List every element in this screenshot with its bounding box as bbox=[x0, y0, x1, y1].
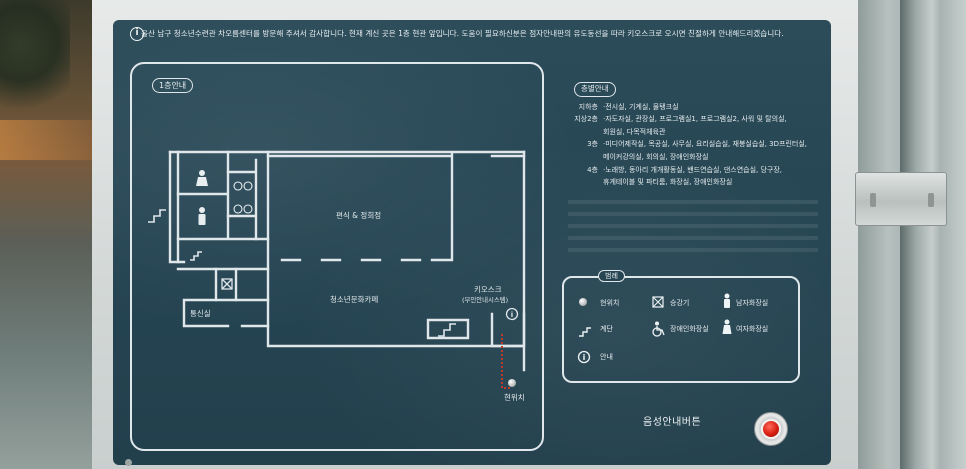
door-hinge bbox=[855, 172, 947, 226]
directory-text: ·미디어제작실, 목공실, 사무실, 요리실습실, 재봉실습실, 3D프린터실, bbox=[603, 140, 807, 149]
directory-row: 4층 ·노래방, 동아리 개개활동실, 밴드연습실, 댄스연습실, 당구장, bbox=[568, 164, 818, 177]
wheelchair-icon bbox=[233, 181, 243, 191]
hinge-screw bbox=[928, 193, 934, 207]
info-icon: i bbox=[130, 27, 144, 41]
floor-plan-tag: 1층안내 bbox=[152, 78, 194, 93]
directory-text: ·자도자실, 관장실, 프로그램실1, 프로그램실2, 사워 및 탈의실, bbox=[603, 115, 787, 124]
plan-wall bbox=[266, 150, 526, 348]
background-tree bbox=[0, 0, 70, 110]
plan-wall bbox=[226, 158, 258, 241]
svg-text:i: i bbox=[583, 353, 586, 362]
elevator-icon bbox=[652, 296, 664, 308]
mounting-screw bbox=[125, 459, 132, 466]
legend-panel: 범례 현위치 승강기 남자화장실 계단 장애인화장실 여자화장실 bbox=[562, 270, 800, 383]
directory-text: ·전시실, 기계실, 물탱크실 bbox=[603, 102, 679, 111]
female-icon bbox=[722, 319, 732, 334]
info-icon: i bbox=[577, 350, 591, 364]
wheelchair-icon bbox=[243, 181, 253, 191]
directory-row: 휴게테이블 및 파티룸, 화장실, 장애인화장실 bbox=[568, 176, 818, 189]
directory-row: 회원실, 다목적체육관 bbox=[568, 126, 818, 139]
elevator-icon bbox=[221, 278, 233, 290]
plan-wall bbox=[266, 152, 454, 262]
welcome-notice: 울산 남구 청소년수련관 차오름센터를 방문해 주셔서 감사합니다. 현재 계신… bbox=[141, 29, 784, 38]
directory-text: 회원실, 다목적체육관 bbox=[603, 127, 666, 136]
stairs-icon bbox=[579, 327, 591, 337]
tactile-route-line bbox=[501, 334, 512, 389]
female-icon bbox=[196, 177, 208, 186]
kiosk-sublabel: (무인안내시스템) bbox=[462, 296, 509, 304]
stairs-icon bbox=[190, 251, 202, 261]
directory-text: ·노래방, 동아리 개개활동실, 밴드연습실, 댄스연습실, 당구장, bbox=[603, 165, 783, 174]
current-location-label: 현위치 bbox=[504, 393, 525, 402]
stairs-icon bbox=[438, 323, 456, 337]
floor-plan-drawing: i bbox=[148, 150, 526, 389]
directory-row: 3층 ·미디어제작실, 목공실, 사무실, 요리실습실, 재봉실습실, 3D프린터… bbox=[568, 138, 818, 151]
kiosk-info-icon: i bbox=[505, 307, 519, 321]
wheelchair-icon bbox=[652, 321, 665, 337]
legend-information: 안내 bbox=[600, 353, 613, 361]
current-location-icon bbox=[579, 298, 587, 306]
plan-wall bbox=[490, 312, 526, 372]
legend-stairs: 계단 bbox=[600, 325, 613, 333]
voice-guide-label: 음성안내버튼 bbox=[643, 417, 702, 428]
plan-stairs-box bbox=[426, 318, 470, 340]
female-icon bbox=[199, 170, 205, 176]
voice-guide-button[interactable] bbox=[754, 412, 788, 446]
directory-row: 지상2층 ·자도자실, 관장실, 프로그램실1, 프로그램실2, 사워 및 탈의실… bbox=[568, 113, 818, 126]
male-icon bbox=[199, 207, 205, 213]
svg-text:i: i bbox=[511, 311, 513, 319]
directory-text: 휴게테이블 및 파티룸, 화장실, 장애인화장실 bbox=[603, 178, 733, 187]
male-icon bbox=[724, 293, 730, 308]
directory-row: 지하층 ·전시실, 기계실, 물탱크실 bbox=[568, 101, 818, 114]
plan-wall bbox=[214, 267, 270, 328]
directory-floor: 지하층 bbox=[578, 102, 598, 111]
voice-button-core[interactable] bbox=[763, 421, 779, 437]
background-light-glare bbox=[0, 120, 110, 160]
legend-womens-restroom: 여자화장실 bbox=[736, 325, 769, 333]
kiosk-label: 키오스크 bbox=[474, 285, 502, 294]
directory-floor: 지상2층 bbox=[574, 115, 598, 124]
floor-directory-tag: 층별안내 bbox=[574, 82, 616, 97]
male-icon bbox=[198, 214, 206, 225]
braille-dots-area bbox=[568, 200, 818, 260]
legend-elevator: 승강기 bbox=[670, 299, 690, 307]
directory-floor: 4층 bbox=[587, 165, 598, 174]
stairs-icon bbox=[148, 209, 166, 223]
plan-wall bbox=[176, 267, 270, 328]
floor-directory: 층별안내 지하층 ·전시실, 기계실, 물탱크실 지상2층 ·자도자실, 관장실, … bbox=[568, 82, 818, 189]
hinge-screw bbox=[870, 193, 876, 207]
directory-row: 메이커강의실, 회의실, 장애인화장실 bbox=[568, 151, 818, 164]
directory-floor: 3층 bbox=[587, 140, 598, 149]
plan-wall bbox=[168, 150, 186, 264]
door-frame bbox=[900, 0, 940, 469]
legend-mens-restroom: 남자화장실 bbox=[736, 299, 769, 307]
room-label-performance: 편식 & 정회정 bbox=[336, 211, 382, 220]
legend-tag: 범례 bbox=[598, 270, 625, 282]
room-label-office: 통신실 bbox=[190, 309, 211, 318]
directory-text: 메이커강의실, 회의실, 장애인화장실 bbox=[603, 152, 709, 161]
room-label-cafe: 청소년문화카페 bbox=[330, 295, 379, 304]
current-location-marker bbox=[508, 379, 516, 387]
floor-plan-panel: 1층안내 bbox=[130, 62, 544, 451]
wheelchair-icon bbox=[243, 204, 253, 214]
tactile-guide-sign: i 울산 남구 청소년수련관 차오름센터를 방문해 주셔서 감사합니다. 현재 … bbox=[113, 20, 831, 465]
legend-current-location: 현위치 bbox=[600, 299, 620, 307]
plan-wall bbox=[176, 150, 270, 241]
wheelchair-icon bbox=[233, 204, 243, 214]
legend-accessible-restroom: 장애인화장실 bbox=[670, 325, 709, 333]
